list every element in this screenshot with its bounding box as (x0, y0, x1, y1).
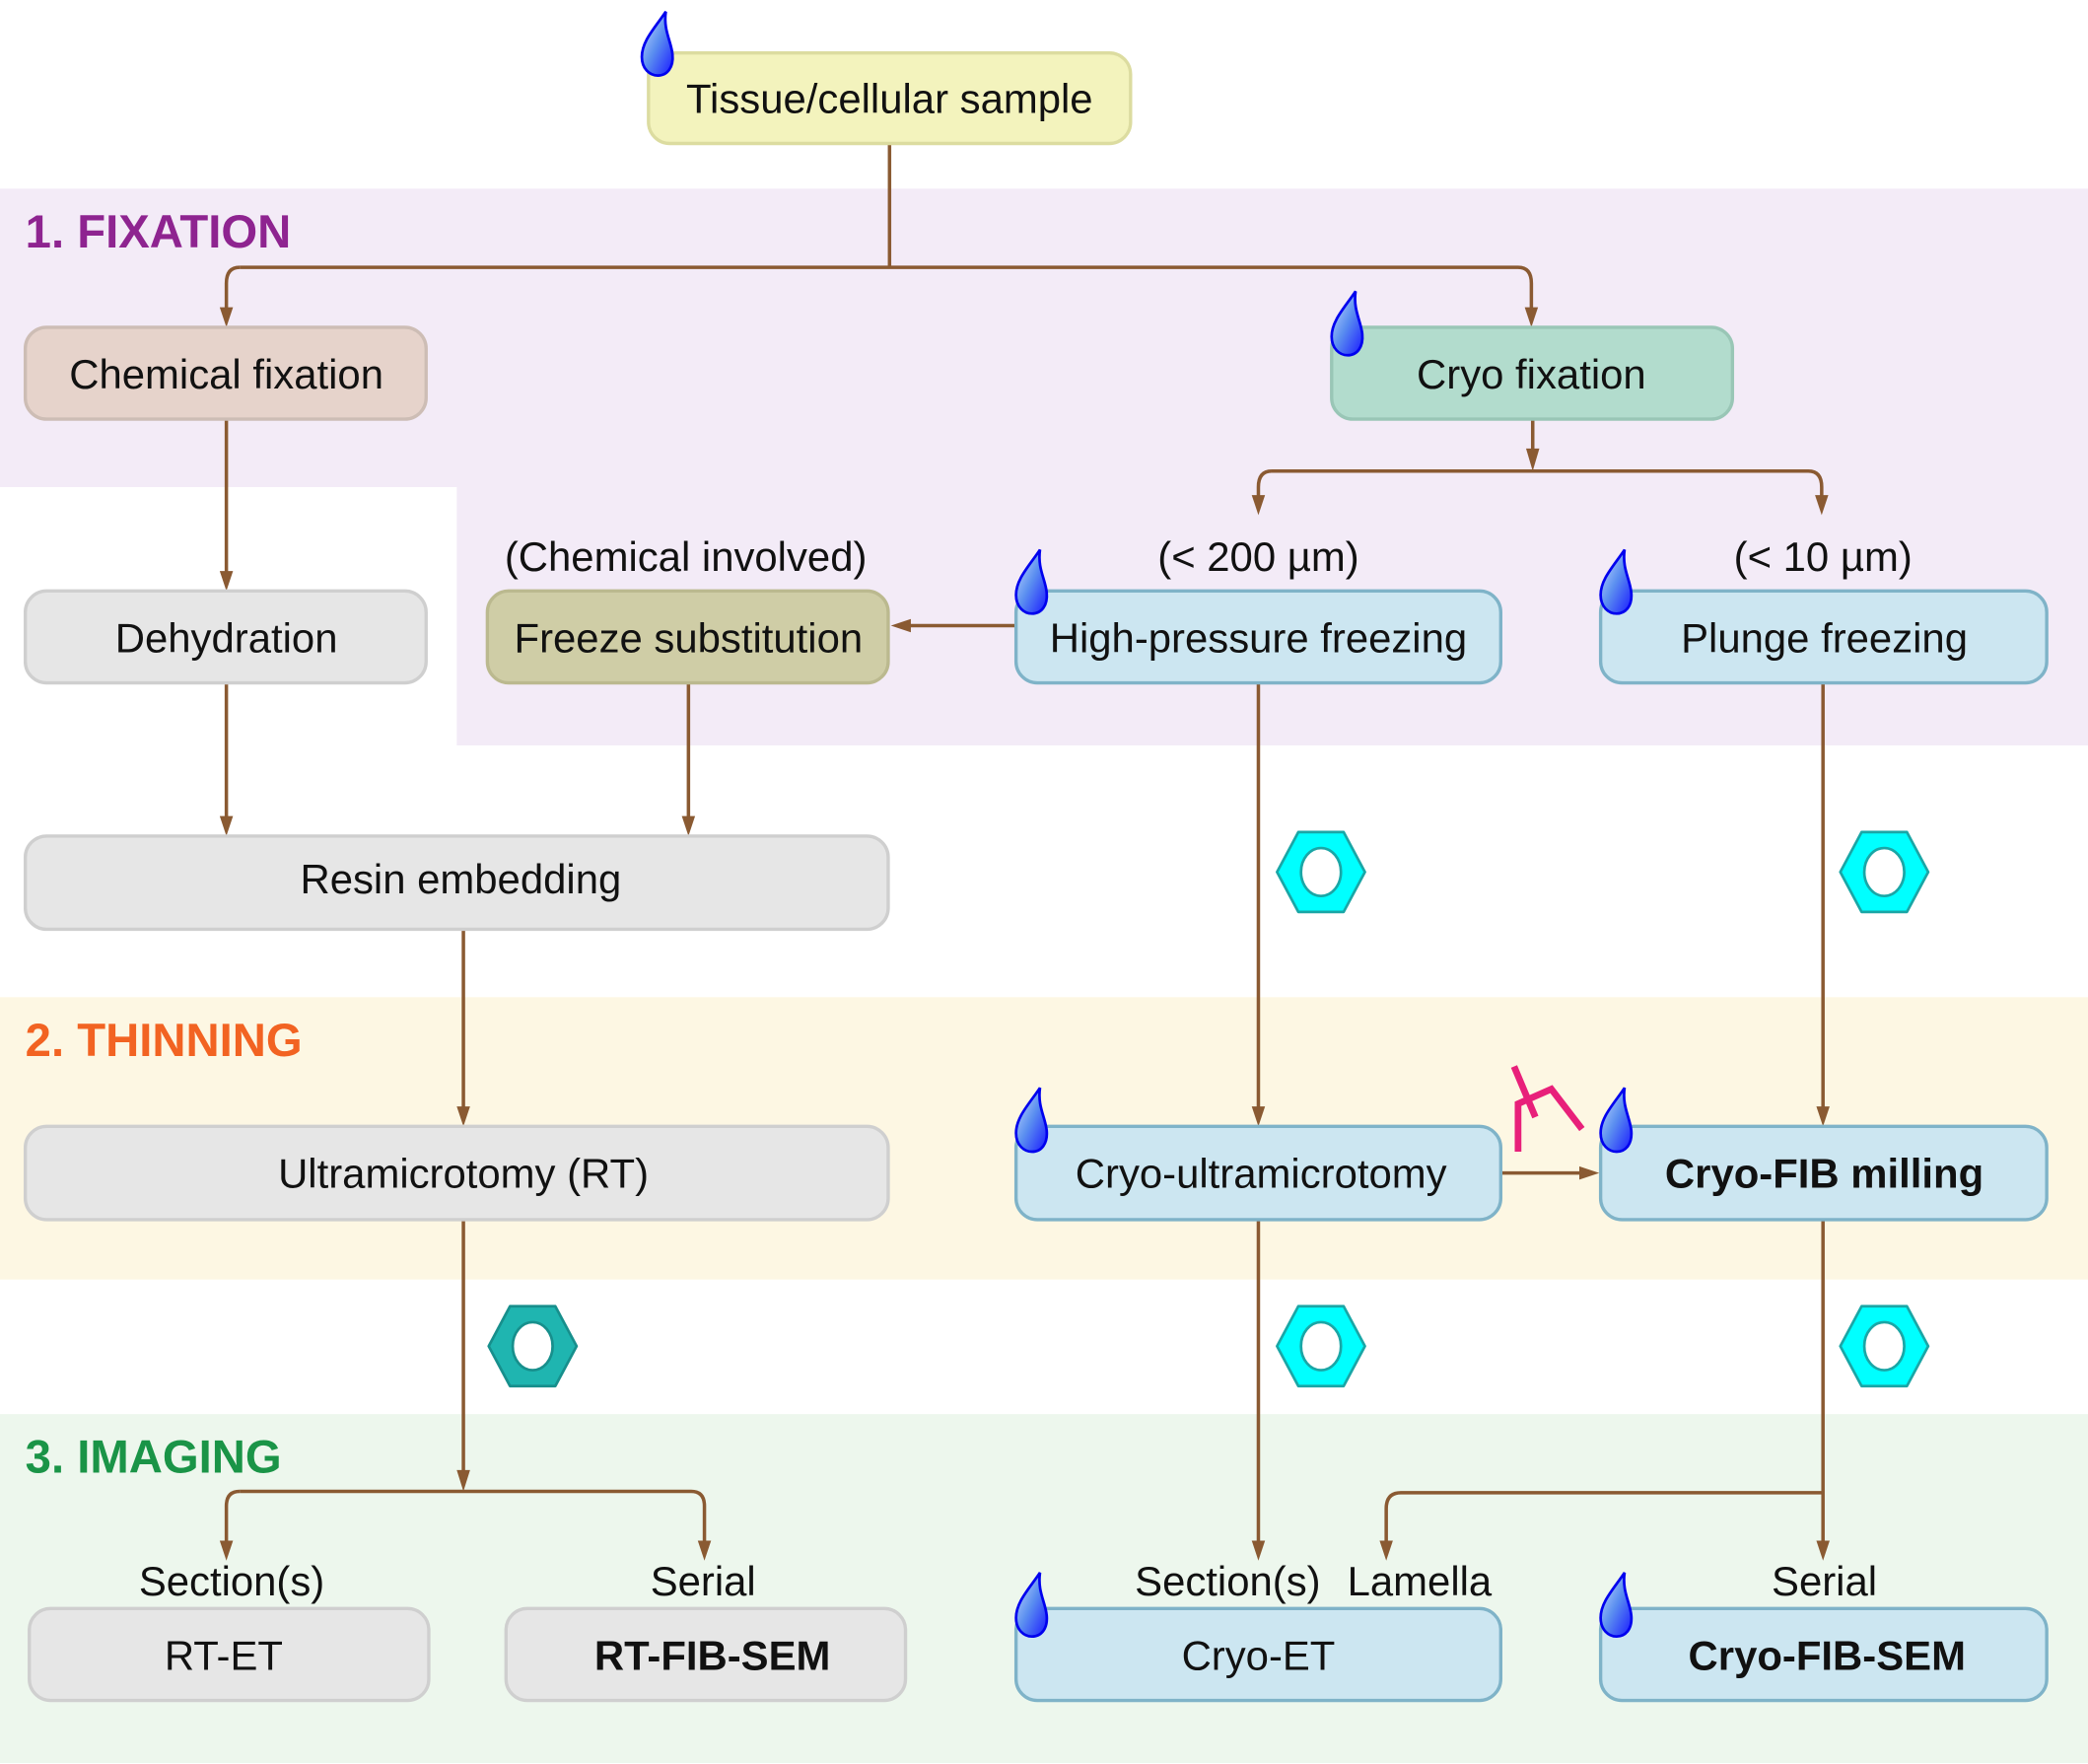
antibody-icon (1510, 1065, 1585, 1153)
node-rt-fib-sem-label: RT-FIB-SEM (594, 1632, 831, 1678)
node-ultramicrotomy-rt-label: Ultramicrotomy (RT) (278, 1151, 649, 1197)
annotation-sections-cryo: Section(s) (1135, 1558, 1320, 1604)
annotation-serial-rt: Serial (651, 1558, 756, 1604)
node-cryo-fib-sem-label: Cryo-FIB-SEM (1689, 1632, 1966, 1678)
node-cryo-et: Cryo-ET (1013, 1606, 1503, 1703)
water-drop-icon (640, 10, 674, 77)
annotation-lamella: Lamella (1348, 1558, 1493, 1604)
node-chemical-fixation-label: Chemical fixation (69, 351, 383, 397)
node-rt-et-label: RT-ET (165, 1632, 283, 1678)
hexagon-ring-icon (1276, 830, 1366, 914)
node-plunge-freezing: Plunge freezing (1598, 589, 2049, 685)
node-high-pressure-freezing: High-pressure freezing (1013, 589, 1503, 685)
node-cryo-et-label: Cryo-ET (1182, 1632, 1336, 1678)
node-cryo-ultramicrotomy: Cryo-ultramicrotomy (1013, 1124, 1503, 1222)
connectors (219, 143, 1830, 1561)
annotation-serial-cryo: Serial (1772, 1558, 1877, 1604)
node-rt-fib-sem: RT-FIB-SEM (504, 1606, 908, 1703)
annotation-sections-rt: Section(s) (139, 1558, 324, 1604)
node-cryo-fixation: Cryo fixation (1330, 325, 1735, 421)
stage-label-fixation: 1. FIXATION (26, 206, 292, 258)
annotation-chemical-involved: (Chemical involved) (505, 533, 868, 580)
stage-label-thinning: 2. THINNING (26, 1015, 303, 1067)
node-rt-et: RT-ET (28, 1606, 431, 1703)
node-cryo-fib-sem: Cryo-FIB-SEM (1598, 1606, 2049, 1703)
node-resin-embedding-label: Resin embedding (300, 856, 621, 902)
node-dehydration-label: Dehydration (115, 614, 338, 661)
node-resin-embedding: Resin embedding (23, 834, 890, 932)
node-high-pressure-freezing-label: High-pressure freezing (1050, 614, 1467, 661)
annotation-plunge-limit: (< 10 µm) (1734, 533, 1913, 580)
node-sample-label: Tissue/cellular sample (686, 75, 1093, 121)
annotation-hpf-limit: (< 200 µm) (1157, 533, 1358, 580)
node-cryo-fixation-label: Cryo fixation (1417, 351, 1646, 397)
node-cryo-fib-milling: Cryo-FIB milling (1598, 1124, 2049, 1222)
node-dehydration: Dehydration (23, 589, 428, 685)
node-freeze-substitution-label: Freeze substitution (515, 614, 864, 661)
imaging-stage-band (0, 1414, 2088, 1764)
node-freeze-substitution: Freeze substitution (485, 589, 890, 685)
hexagon-ring-icon (1839, 830, 1930, 914)
node-plunge-freezing-label: Plunge freezing (1681, 614, 1968, 661)
hexagon-ring-icon (1276, 1305, 1366, 1388)
hexagon-ring-icon (1839, 1305, 1930, 1388)
hexagon-ring-icon (487, 1305, 579, 1388)
node-cryo-fib-milling-label: Cryo-FIB milling (1665, 1151, 1984, 1197)
node-ultramicrotomy-rt: Ultramicrotomy (RT) (23, 1124, 890, 1222)
stage-label-imaging: 3. IMAGING (26, 1432, 282, 1484)
node-cryo-ultramicrotomy-label: Cryo-ultramicrotomy (1076, 1151, 1447, 1197)
node-chemical-fixation: Chemical fixation (23, 325, 428, 421)
node-sample: Tissue/cellular sample (647, 50, 1133, 146)
